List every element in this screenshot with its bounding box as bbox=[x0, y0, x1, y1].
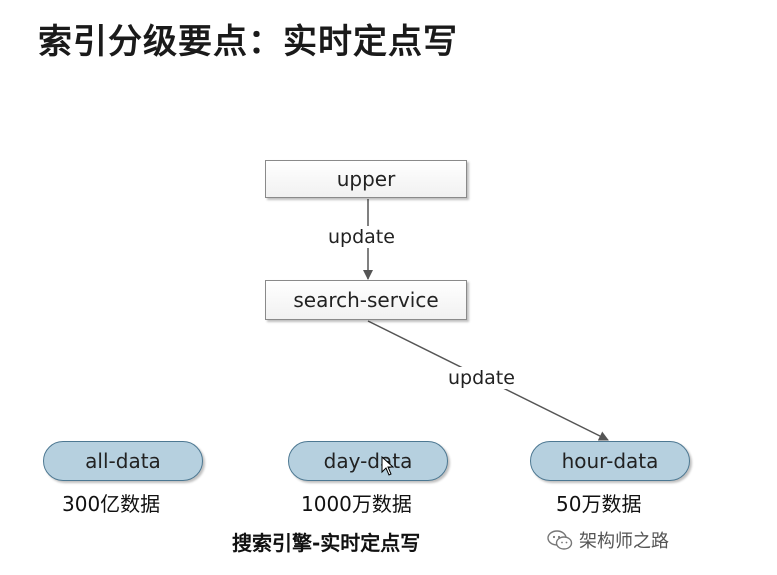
wechat-icon bbox=[547, 530, 573, 550]
watermark-text: 架构师之路 bbox=[579, 531, 669, 552]
watermark: 架构师之路 bbox=[547, 527, 669, 553]
node-search-service: search-service bbox=[265, 280, 467, 320]
edge-label-update-2: update bbox=[446, 367, 517, 389]
mouse-cursor-icon bbox=[381, 456, 395, 476]
slide-title: 索引分级要点：实时定点写 bbox=[38, 22, 458, 62]
node-all-data: all-data bbox=[43, 441, 203, 481]
node-upper: upper bbox=[265, 160, 467, 198]
node-day-data: day-data bbox=[288, 441, 448, 481]
caption-day-data: 1000万数据 bbox=[301, 492, 412, 516]
diagram-subtitle: 搜索引擎-实时定点写 bbox=[232, 531, 421, 555]
node-hour-data: hour-data bbox=[530, 441, 690, 481]
caption-all-data: 300亿数据 bbox=[62, 492, 161, 516]
caption-hour-data: 50万数据 bbox=[556, 492, 642, 516]
edge-label-update-1: update bbox=[326, 226, 397, 248]
